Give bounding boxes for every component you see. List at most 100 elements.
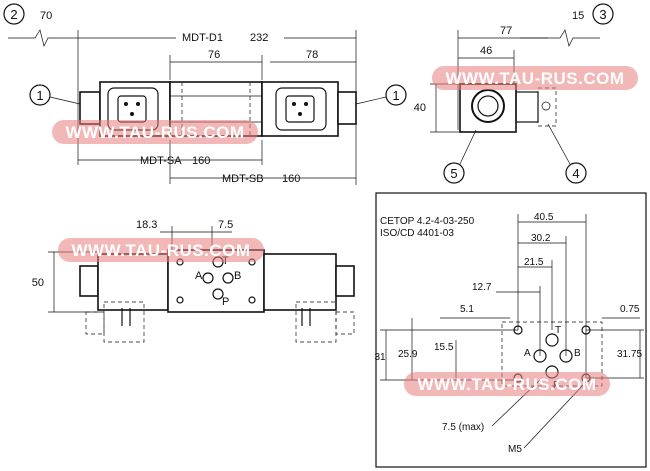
front-view: 18.3 7.5 50 T A B P xyxy=(32,219,355,343)
pin xyxy=(298,112,302,116)
port-p-hole xyxy=(212,288,224,300)
pattern-label-a: A xyxy=(524,348,531,359)
left-nut xyxy=(79,91,101,125)
callout-1-left-circle xyxy=(29,84,51,106)
dim-5-1: 5.1 xyxy=(460,304,474,315)
dim-232-mask xyxy=(176,30,284,44)
callout-3-value: 15 xyxy=(572,10,584,22)
front-port-b: B xyxy=(234,270,241,282)
callout-3-circle xyxy=(592,3,614,25)
dim-0-75: 0.75 xyxy=(620,304,640,315)
bolt-hole xyxy=(248,296,256,304)
side-body xyxy=(459,83,517,133)
callout-2-circle xyxy=(3,3,25,25)
pattern-port-t xyxy=(545,333,559,347)
standard-iso: ISO/CD 4401-03 xyxy=(380,228,454,239)
callout-1-left: 1 xyxy=(36,88,43,103)
front-port-a: A xyxy=(195,270,203,282)
callout-1-right: 1 xyxy=(392,88,399,103)
dim-40-5: 40.5 xyxy=(534,212,554,223)
leader xyxy=(547,123,571,165)
watermark-text: WWW.TAU-RUS.COM xyxy=(417,375,596,394)
dim-78: 78 xyxy=(306,49,318,61)
side-nut-inner xyxy=(477,95,499,117)
front-left-nut xyxy=(79,265,99,297)
watermark-pill xyxy=(52,120,258,144)
dim-12-7: 12.7 xyxy=(472,282,492,293)
right-plug-pins xyxy=(301,308,311,326)
callout-3-label: 3 xyxy=(599,7,606,22)
callout-5-circle xyxy=(443,162,465,184)
side-plug-screw xyxy=(541,101,551,111)
dim-25-9: 25.9 xyxy=(398,349,418,360)
port-b-hole xyxy=(222,272,234,284)
pattern-label-t: T xyxy=(555,325,561,336)
port-pattern-frame xyxy=(375,192,647,468)
dim-line-70 xyxy=(8,29,78,48)
mdt-sb-value: 160 xyxy=(282,173,300,185)
pattern-label-b: B xyxy=(574,348,581,359)
dim-31-75: 31.75 xyxy=(617,349,642,360)
dim-46: 46 xyxy=(480,45,492,57)
watermark-2: WWW.TAU-RUS.COM xyxy=(52,120,258,144)
leader xyxy=(459,129,477,165)
watermark-pill xyxy=(432,66,638,90)
mdt-d1-value: 232 xyxy=(250,32,268,44)
port-a-hole xyxy=(202,272,214,284)
pattern-port-b xyxy=(559,349,573,363)
port-pattern-panel: CETOP 4.2-4-03-250 ISO/CD 4401-03 40.5 3… xyxy=(374,192,647,468)
dim-7-5: 7.5 xyxy=(218,219,233,231)
front-right-nut xyxy=(335,265,355,297)
side-view: 77 46 40 5 4 xyxy=(414,25,587,184)
top-view: 2 70 MDT-D1 232 15 3 76 78 xyxy=(3,3,614,185)
mdt-d1-label: MDT-D1 xyxy=(182,32,223,44)
callout-5: 5 xyxy=(450,166,457,181)
front-right-coil xyxy=(263,253,337,311)
callout-2-value: 70 xyxy=(40,10,52,22)
watermark-pill xyxy=(58,238,264,262)
pattern-port-a xyxy=(533,349,547,363)
right-plug-side xyxy=(335,311,355,335)
right-nut xyxy=(337,91,357,125)
standard-cetop: CETOP 4.2-4-03-250 xyxy=(380,216,475,227)
mdt-sa-value: 160 xyxy=(192,155,210,167)
callout-1-right-circle xyxy=(385,84,407,106)
front-port-p: P xyxy=(222,296,229,308)
bolt-hole xyxy=(176,296,184,304)
mdt-sb-label: MDT-SB xyxy=(222,173,264,185)
watermark-pill xyxy=(404,372,610,396)
side-plug-hidden xyxy=(537,87,557,127)
callout-4-circle xyxy=(565,162,587,184)
left-plug-pins xyxy=(121,308,131,326)
dim-21-5: 21.5 xyxy=(524,257,544,268)
watermark-text: WWW.TAU-RUS.COM xyxy=(65,123,244,142)
front-left-coil xyxy=(97,253,169,311)
right-connector-face xyxy=(285,95,315,123)
dim-40: 40 xyxy=(414,102,426,114)
watermark-3: WWW.TAU-RUS.COM xyxy=(58,238,264,262)
pin xyxy=(304,102,308,106)
watermark-text: WWW.TAU-RUS.COM xyxy=(71,241,250,260)
note-depth: 7.5 (max) xyxy=(442,422,484,433)
callout-2-label: 2 xyxy=(10,7,17,22)
note-thread: M5 xyxy=(508,444,522,455)
watermark-text: WWW.TAU-RUS.COM xyxy=(445,69,624,88)
dim-line-15 xyxy=(520,29,600,48)
dim-50: 50 xyxy=(32,277,44,289)
pin xyxy=(292,102,296,106)
pin xyxy=(130,112,134,116)
dim-30-2: 30.2 xyxy=(531,233,551,244)
side-connector xyxy=(515,91,539,123)
callout-4: 4 xyxy=(572,166,579,181)
dim-18-3: 18.3 xyxy=(136,219,157,231)
left-plug-side xyxy=(85,311,105,335)
dim-31: 31 xyxy=(374,352,386,363)
pin xyxy=(124,102,128,106)
watermark-1: WWW.TAU-RUS.COM xyxy=(432,66,638,90)
leader xyxy=(355,96,387,105)
watermark-4: WWW.TAU-RUS.COM xyxy=(404,372,610,396)
leader xyxy=(49,96,81,105)
dim-77: 77 xyxy=(500,25,512,37)
pin xyxy=(136,102,140,106)
